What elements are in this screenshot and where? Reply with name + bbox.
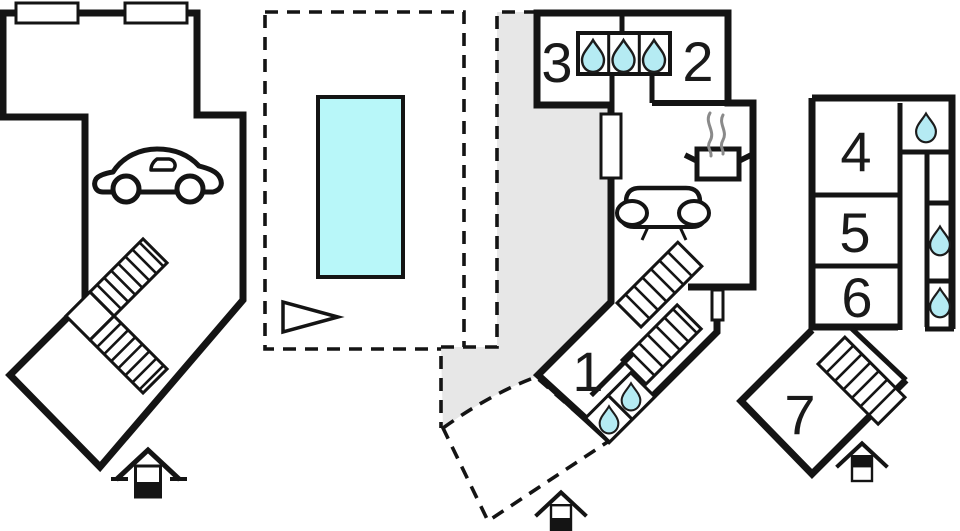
window-icon — [123, 1, 189, 25]
window-icon — [14, 1, 80, 25]
entrance-icon-middle — [537, 492, 585, 530]
stairs-icon — [614, 240, 704, 330]
walkway-area — [441, 12, 611, 428]
stove-pot-icon — [683, 146, 753, 182]
wall — [848, 325, 908, 382]
garage-outline — [0, 9, 247, 473]
walkway-dashed-border — [439, 10, 537, 428]
room-label-3: 3 — [541, 31, 572, 94]
pool-arrow-icon — [281, 299, 345, 335]
main-building: 3 2 1 — [532, 9, 757, 530]
swimming-pool — [316, 95, 405, 279]
door-marker — [599, 112, 623, 180]
garage-stairs-icon — [63, 236, 170, 396]
right-wing-walls — [736, 327, 909, 479]
steam-icon — [706, 111, 726, 158]
car-icon — [92, 146, 224, 205]
room-label-1: 1 — [572, 340, 603, 403]
entrance-icon-right — [838, 443, 886, 481]
wall — [609, 74, 655, 105]
room-label-7: 7 — [784, 383, 815, 446]
wall — [812, 94, 956, 329]
pool-area — [263, 10, 612, 524]
stairs-icon — [815, 335, 908, 427]
pool-deck — [263, 10, 466, 351]
entrance-icon-left — [111, 450, 187, 497]
shower-divider — [607, 33, 641, 74]
door-marker — [710, 288, 725, 322]
stairs-icon — [619, 302, 704, 387]
room-label-4: 4 — [840, 120, 871, 183]
right-building: 4 5 6 7 — [736, 94, 956, 481]
left-building — [0, 1, 247, 497]
room-label-5: 5 — [839, 201, 870, 264]
room-label-2: 2 — [682, 30, 713, 93]
right-interior-walls — [812, 103, 952, 330]
right-building-body — [812, 98, 952, 330]
sofa-icon — [615, 185, 711, 241]
room-label-6: 6 — [841, 266, 872, 329]
